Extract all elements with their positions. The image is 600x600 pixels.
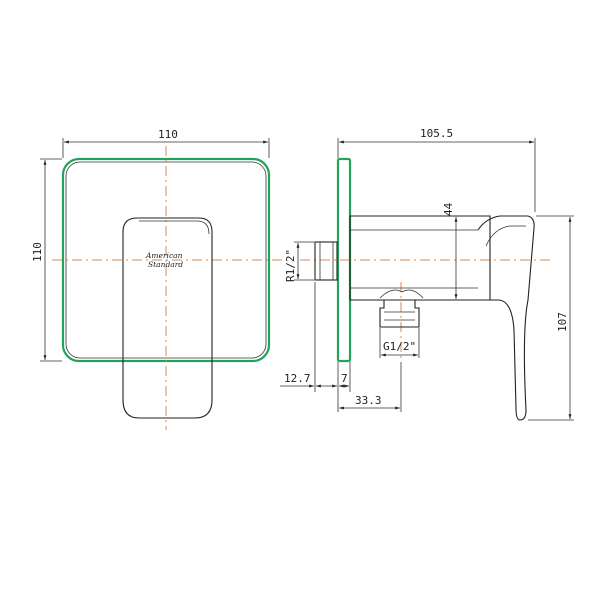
brand-logo: American Standard (145, 251, 183, 269)
logo-line-2: Standard (148, 260, 183, 269)
body-height-dim: 44 (442, 202, 455, 216)
dim-7: 7 (341, 372, 348, 385)
side-length-dim: 105.5 (420, 127, 453, 140)
front-view: American Standard 110 110 (31, 128, 283, 430)
front-handle-inner (139, 220, 210, 235)
outlet-thread-label: G1/2" (383, 340, 416, 353)
dim-33-3: 33.3 (355, 394, 382, 407)
handle-height-dim: 107 (556, 312, 569, 332)
side-view: 105.5 44 107 R1/2" G1/2" 12.7 7 33.3 (280, 127, 574, 421)
front-width-dim: 110 (158, 128, 178, 141)
inlet-thread-label: R1/2" (284, 249, 297, 282)
outlet-connector (379, 300, 420, 328)
logo-line-1: American (145, 251, 183, 260)
inlet-connector (314, 241, 338, 281)
valve-body (349, 215, 491, 301)
lever-detail-line (485, 225, 526, 247)
side-lever-handle (477, 215, 535, 421)
outlet-neck (379, 289, 424, 299)
front-handle (122, 217, 213, 419)
front-height-dim: 110 (31, 242, 44, 262)
dim-12-7: 12.7 (284, 372, 311, 385)
